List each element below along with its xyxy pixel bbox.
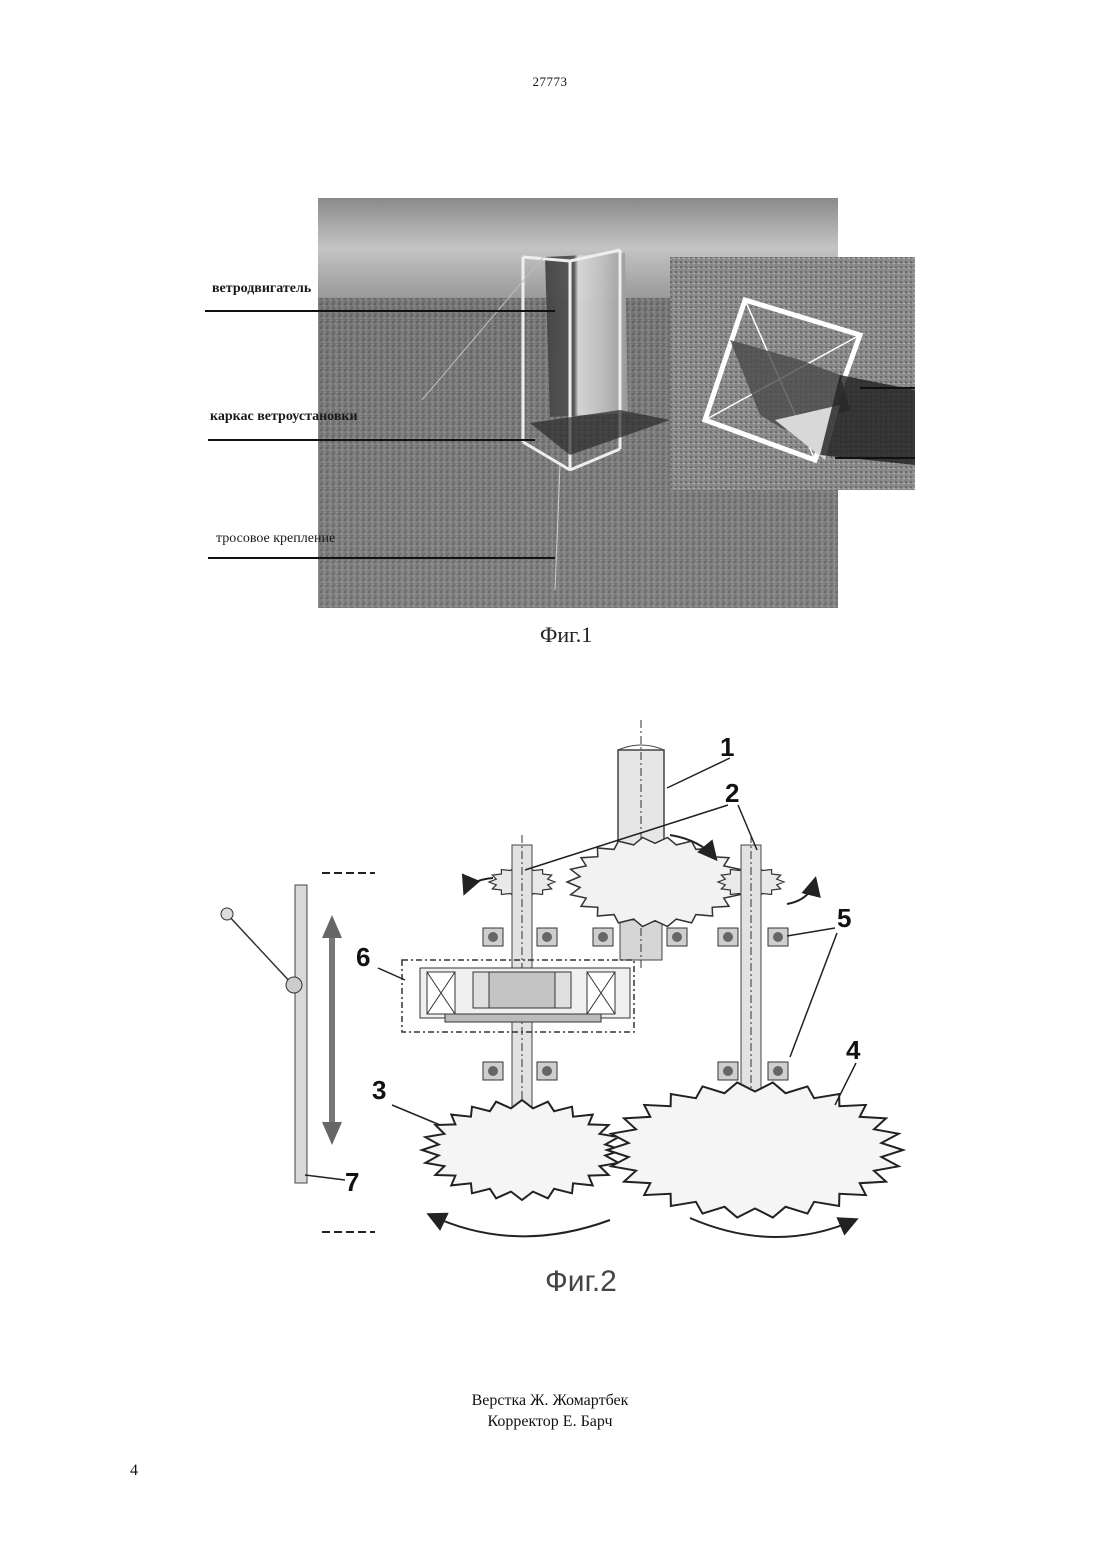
part-number-3: 3	[372, 1075, 386, 1106]
figure-1-caption: Фиг.1	[540, 622, 592, 648]
label-cable-mount: тросовое крепление	[216, 531, 335, 547]
label-turbine-frame: каркас ветроустановки	[210, 409, 358, 425]
part-number-4: 4	[846, 1035, 860, 1066]
figure-2-diagram	[215, 710, 915, 1305]
credits-block: Верстка Ж. Жомартбек Корректор Е. Барч	[0, 1390, 1100, 1432]
part-number-7: 7	[345, 1167, 359, 1198]
document-number: 27773	[0, 74, 1100, 90]
page-number: 4	[130, 1462, 138, 1480]
layout-credit: Верстка Ж. Жомартбек	[0, 1390, 1100, 1411]
label-wind-engine: ветродвигатель	[212, 281, 311, 297]
figure-1: ветродвигатель каркас ветроустановки тро…	[200, 195, 925, 620]
part-number-5: 5	[837, 903, 851, 934]
part-number-1: 1	[720, 732, 734, 763]
proofreader-credit: Корректор Е. Барч	[0, 1411, 1100, 1432]
figure-2-caption: Фиг.2	[545, 1265, 617, 1299]
figure-2: 1 2 3 4 5 6 7	[215, 710, 915, 1305]
part-number-6: 6	[356, 942, 370, 973]
figure-1-render	[200, 195, 925, 620]
part-number-2: 2	[725, 778, 739, 809]
